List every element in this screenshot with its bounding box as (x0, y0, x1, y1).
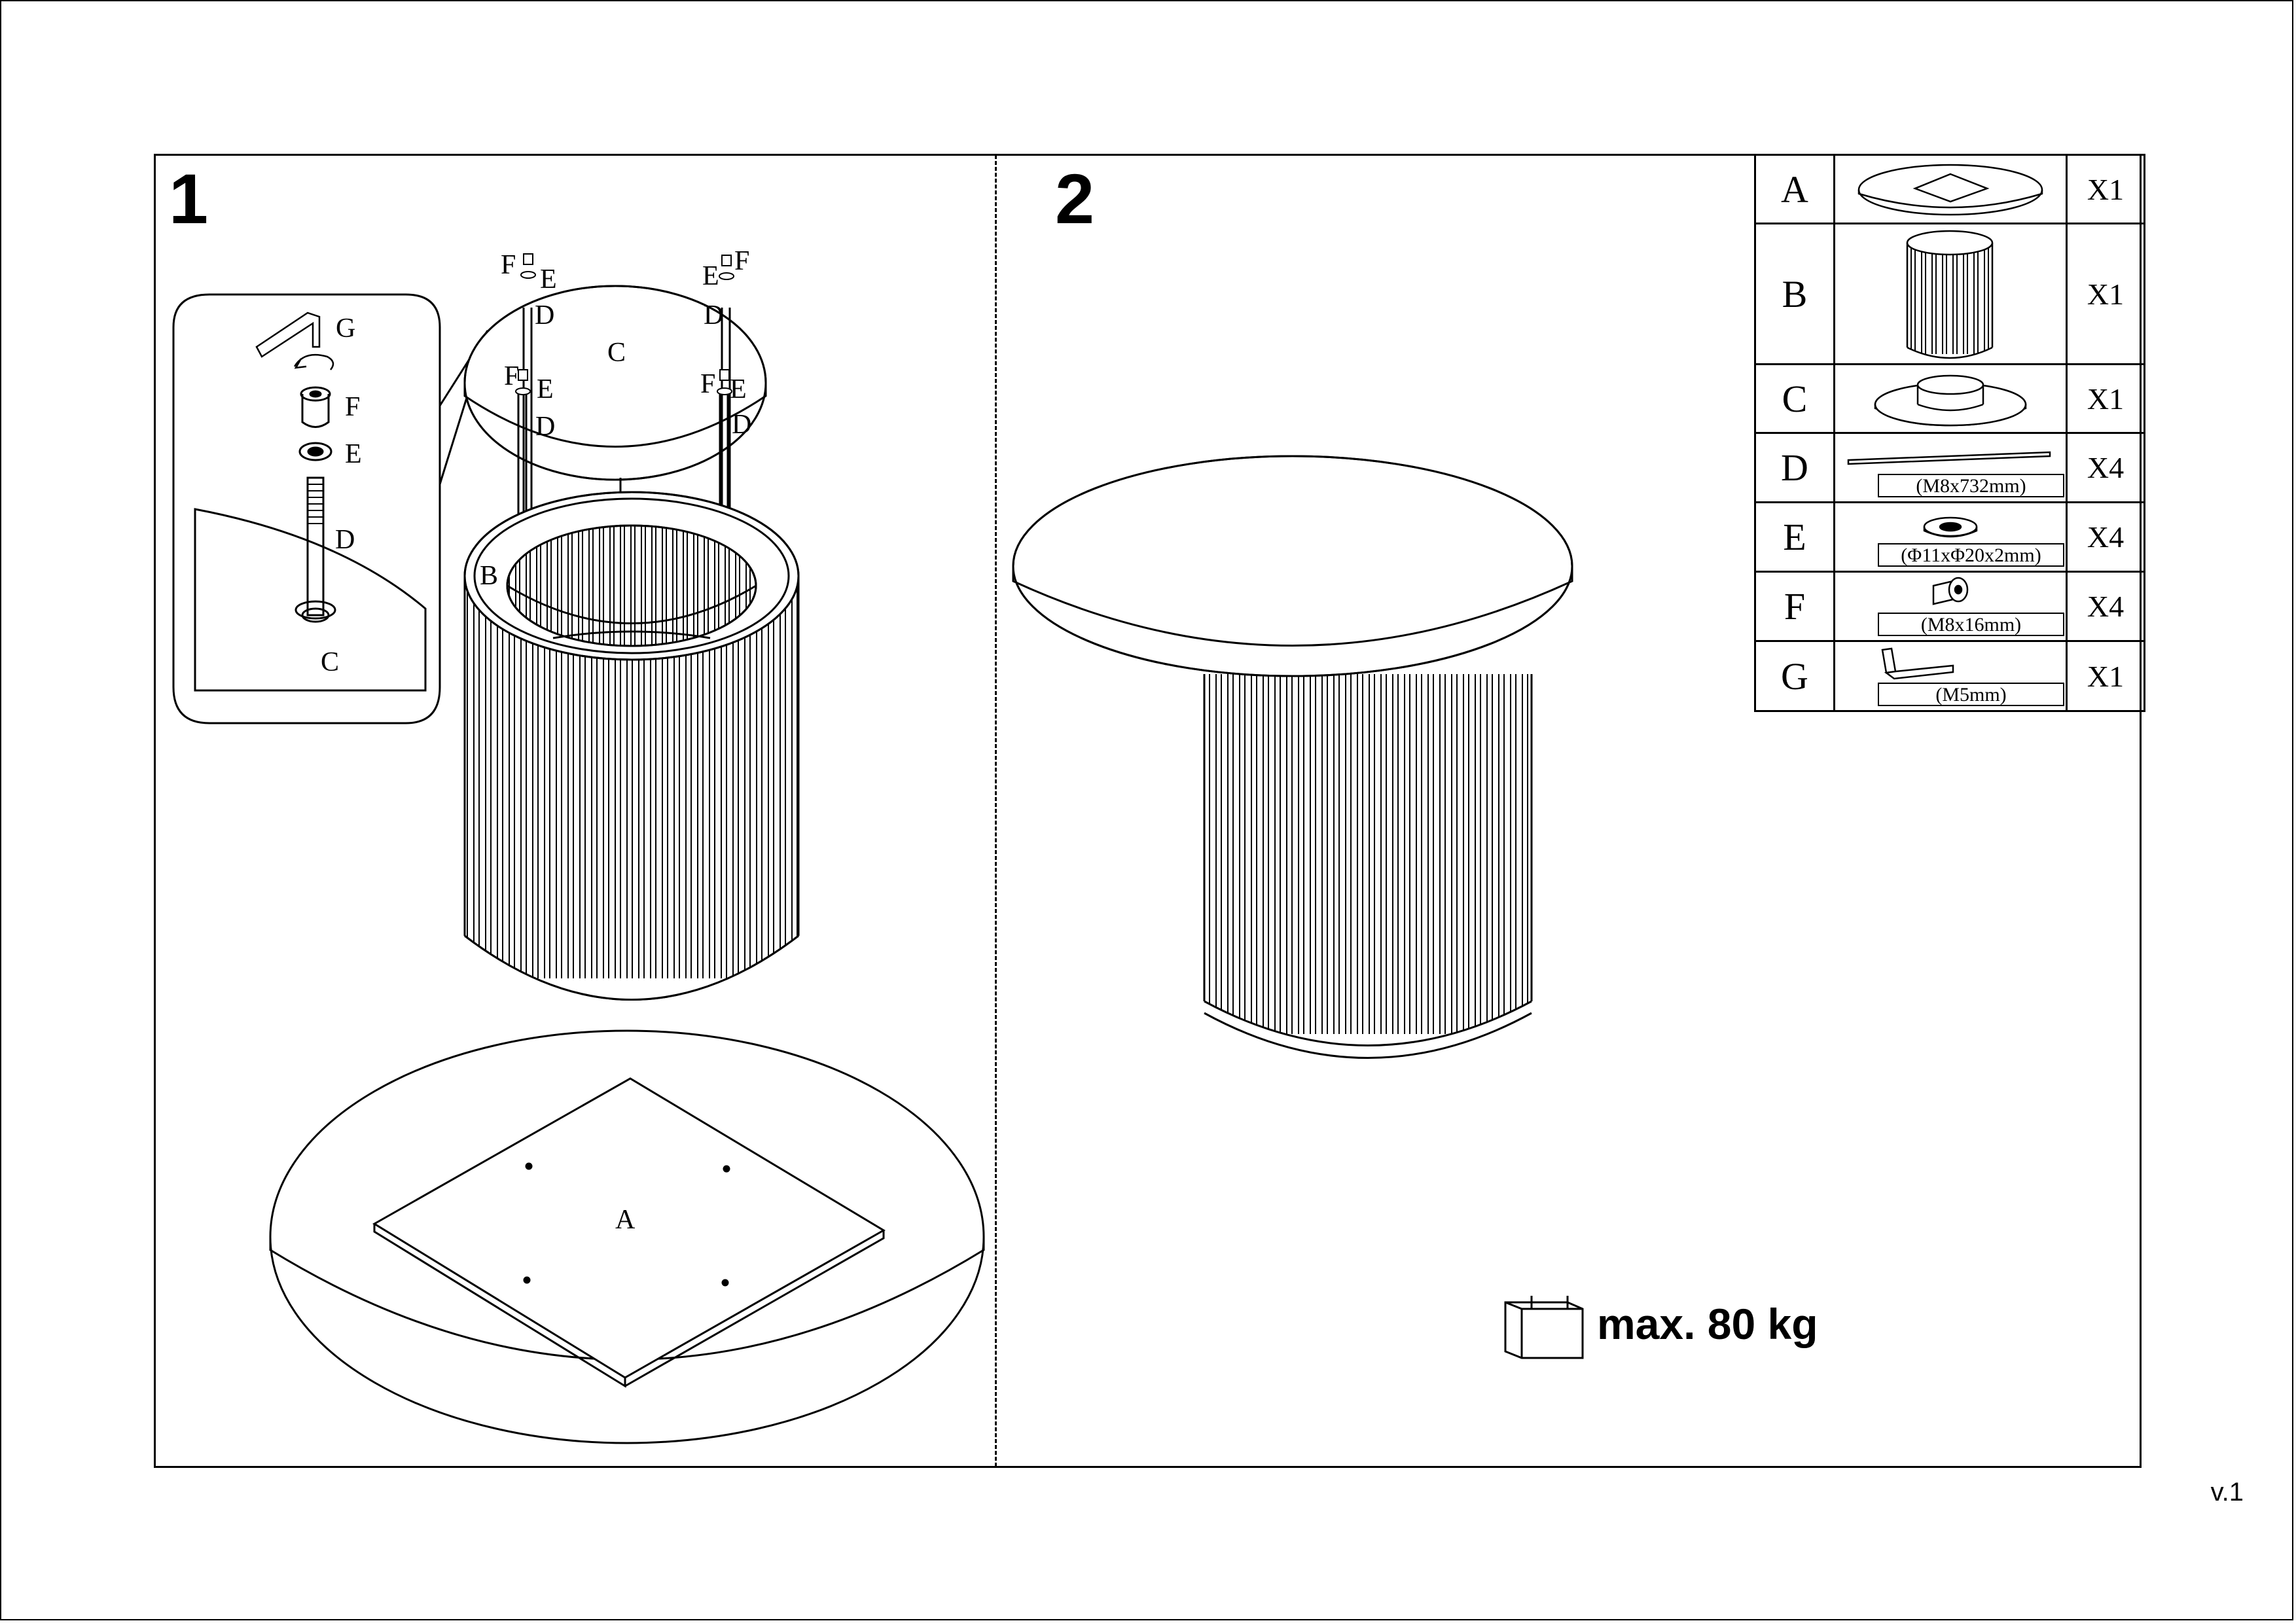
label-mr-f: F (700, 369, 715, 399)
hex-key-icon: (M5mm) (1833, 640, 2068, 712)
detail-label-e: E (345, 439, 362, 469)
part-letter: C (1754, 363, 1835, 434)
label-ml-f: F (504, 361, 519, 391)
label-tr-f: F (734, 246, 749, 276)
part-letter: F (1754, 571, 1835, 642)
part-letter: A (1754, 154, 1835, 224)
instruction-frame (154, 154, 2142, 1468)
part-spec: (M8x732mm) (1878, 474, 2064, 497)
weight-icon (1504, 1296, 1584, 1359)
part-qty: X1 (2066, 223, 2145, 365)
part-letter: B (1754, 223, 1835, 365)
step-1-number: 1 (169, 159, 209, 238)
label-mr-d: D (732, 410, 751, 440)
parts-row: C X1 (1754, 363, 2145, 434)
base-plate-icon (1833, 154, 2068, 224)
step-2-number: 2 (1055, 159, 1095, 238)
label-tl-d: D (535, 300, 554, 330)
parts-row: G (M5mm) X1 (1754, 640, 2145, 712)
parts-row: F (M8x16mm) X4 (1754, 571, 2145, 642)
part-qty: X1 (2066, 640, 2145, 712)
part-qty: X4 (2066, 571, 2145, 642)
label-tr-d: D (704, 300, 723, 330)
label-a: A (615, 1205, 636, 1235)
parts-row: A X1 (1754, 154, 2145, 224)
max-load-label: max. 80 kg (1597, 1300, 1818, 1348)
parts-row: B X1 (1754, 223, 2145, 365)
part-qty: X1 (2066, 363, 2145, 434)
part-qty: X4 (2066, 501, 2145, 573)
part-spec: (Φ11xΦ20x2mm) (1878, 543, 2064, 567)
detail-label-f: F (345, 392, 360, 422)
label-tl-e: E (540, 264, 557, 294)
label-tr-e: E (702, 261, 719, 291)
part-letter: E (1754, 501, 1835, 573)
base-plate-a (269, 1029, 985, 1444)
label-ml-e: E (537, 374, 554, 404)
part-spec: (M5mm) (1878, 683, 2064, 706)
detail-label-d: D (335, 525, 355, 555)
washer-icon: (Φ11xΦ20x2mm) (1833, 501, 2068, 573)
version-label: v.1 (2210, 1478, 2244, 1507)
step-divider (995, 155, 997, 1467)
detail-callout (172, 293, 489, 724)
part-qty: X4 (2066, 432, 2145, 503)
part-letter: D (1754, 432, 1835, 503)
fluted-column-b (463, 491, 800, 1001)
parts-table: A X1 B X1 C (1754, 154, 2145, 712)
label-ml-d: D (535, 412, 555, 442)
part-qty: X1 (2066, 154, 2145, 224)
label-tl-f: F (501, 250, 516, 280)
label-b: B (480, 561, 498, 591)
top-plate-c (463, 285, 767, 481)
top-mount-plate-icon (1833, 363, 2068, 434)
label-c: C (607, 338, 626, 368)
detail-label-g: G (336, 313, 355, 344)
detail-label-c: C (321, 647, 339, 677)
part-letter: G (1754, 640, 1835, 712)
parts-row: E (Φ11xΦ20x2mm) X4 (1754, 501, 2145, 573)
label-mr-e: E (730, 374, 747, 404)
threaded-rod-icon: (M8x732mm) (1833, 432, 2068, 503)
parts-row: D (M8x732mm) X4 (1754, 432, 2145, 503)
bolt-icon: (M8x16mm) (1833, 571, 2068, 642)
fluted-column-icon (1833, 223, 2068, 365)
part-spec: (M8x16mm) (1878, 613, 2064, 636)
